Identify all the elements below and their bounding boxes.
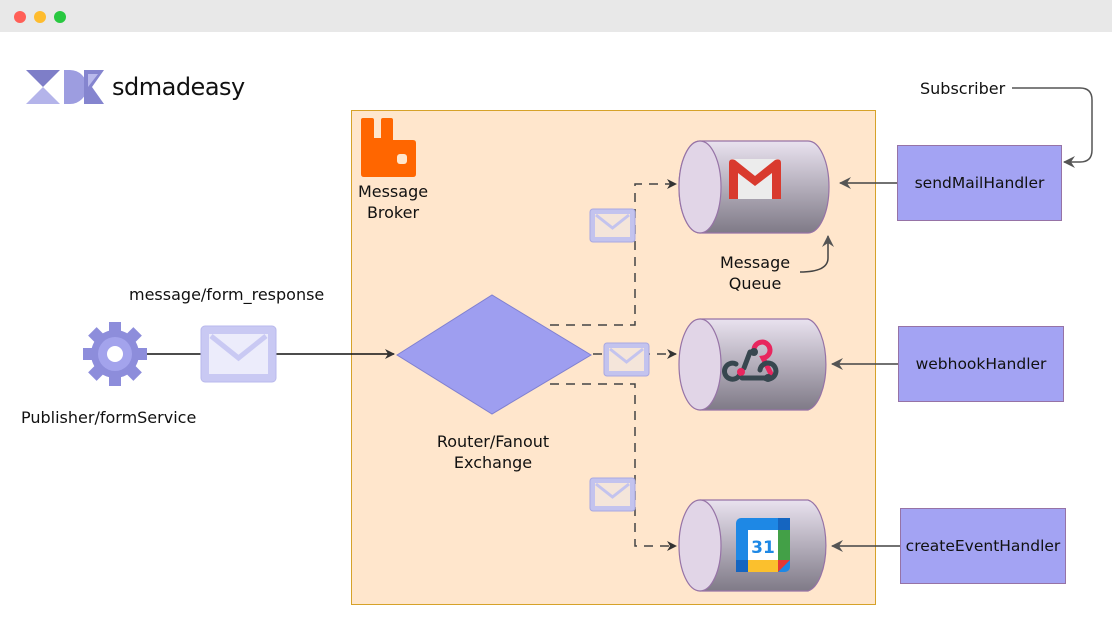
webhook-icon	[722, 339, 779, 382]
sdmadeasy-logo-icon	[26, 70, 104, 104]
publisher-label: Publisher/formService	[21, 408, 197, 427]
window-titlebar	[0, 0, 1112, 32]
calendar-route-envelope-icon	[589, 477, 636, 512]
gmail-queue[interactable]	[678, 140, 830, 234]
rabbitmq-icon	[361, 118, 416, 177]
message-broker-label-line1: Message	[357, 182, 429, 201]
exchange-to-gmail-queue-dashed	[550, 179, 677, 326]
webhook-handler[interactable]: webhookHandler	[898, 326, 1064, 402]
create-event-handler[interactable]: createEventHandler	[900, 508, 1066, 584]
message-envelope-icon	[200, 325, 277, 383]
message-label: message/form_response	[129, 285, 325, 304]
message-broker-label: Message Broker	[350, 181, 436, 223]
message-queue-label-line2: Queue	[728, 274, 782, 293]
window-close-button[interactable]	[14, 11, 26, 23]
exchange-label-line2: Exchange	[453, 453, 533, 472]
message-broker-label-line2: Broker	[366, 203, 420, 222]
message-queue-label: Message Queue	[710, 252, 800, 294]
gmail-icon	[729, 159, 781, 199]
window-maximize-button[interactable]	[54, 11, 66, 23]
message-queue-label-line1: Message	[719, 253, 791, 272]
exchange-label-line1: Router/Fanout	[436, 432, 550, 451]
subscriber-label: Subscriber	[920, 79, 1006, 98]
google-calendar-icon: 31	[736, 518, 790, 572]
message-queue-annotation-arrow	[799, 235, 834, 273]
subscriber-arrow	[1012, 87, 1093, 168]
exchange-label: Router/Fanout Exchange	[422, 431, 564, 473]
gmail-route-envelope-icon	[589, 208, 636, 243]
create-event-handler-label: createEventHandler	[905, 537, 1061, 555]
svg-text:31: 31	[751, 538, 775, 558]
exchange-to-calendar-queue-dashed	[550, 383, 677, 551]
webhook-queue[interactable]	[678, 318, 827, 411]
gear-icon	[83, 322, 147, 386]
fanout-exchange-diamond[interactable]	[396, 294, 592, 415]
window-minimize-button[interactable]	[34, 11, 46, 23]
webhook-route-envelope-icon	[603, 342, 650, 377]
logo-text: sdmadeasy	[112, 73, 245, 101]
send-mail-handler[interactable]: sendMailHandler	[897, 145, 1062, 221]
send-mail-handler-label: sendMailHandler	[914, 174, 1045, 192]
logo: sdmadeasy	[26, 70, 245, 104]
webhook-handler-label: webhookHandler	[915, 355, 1047, 373]
